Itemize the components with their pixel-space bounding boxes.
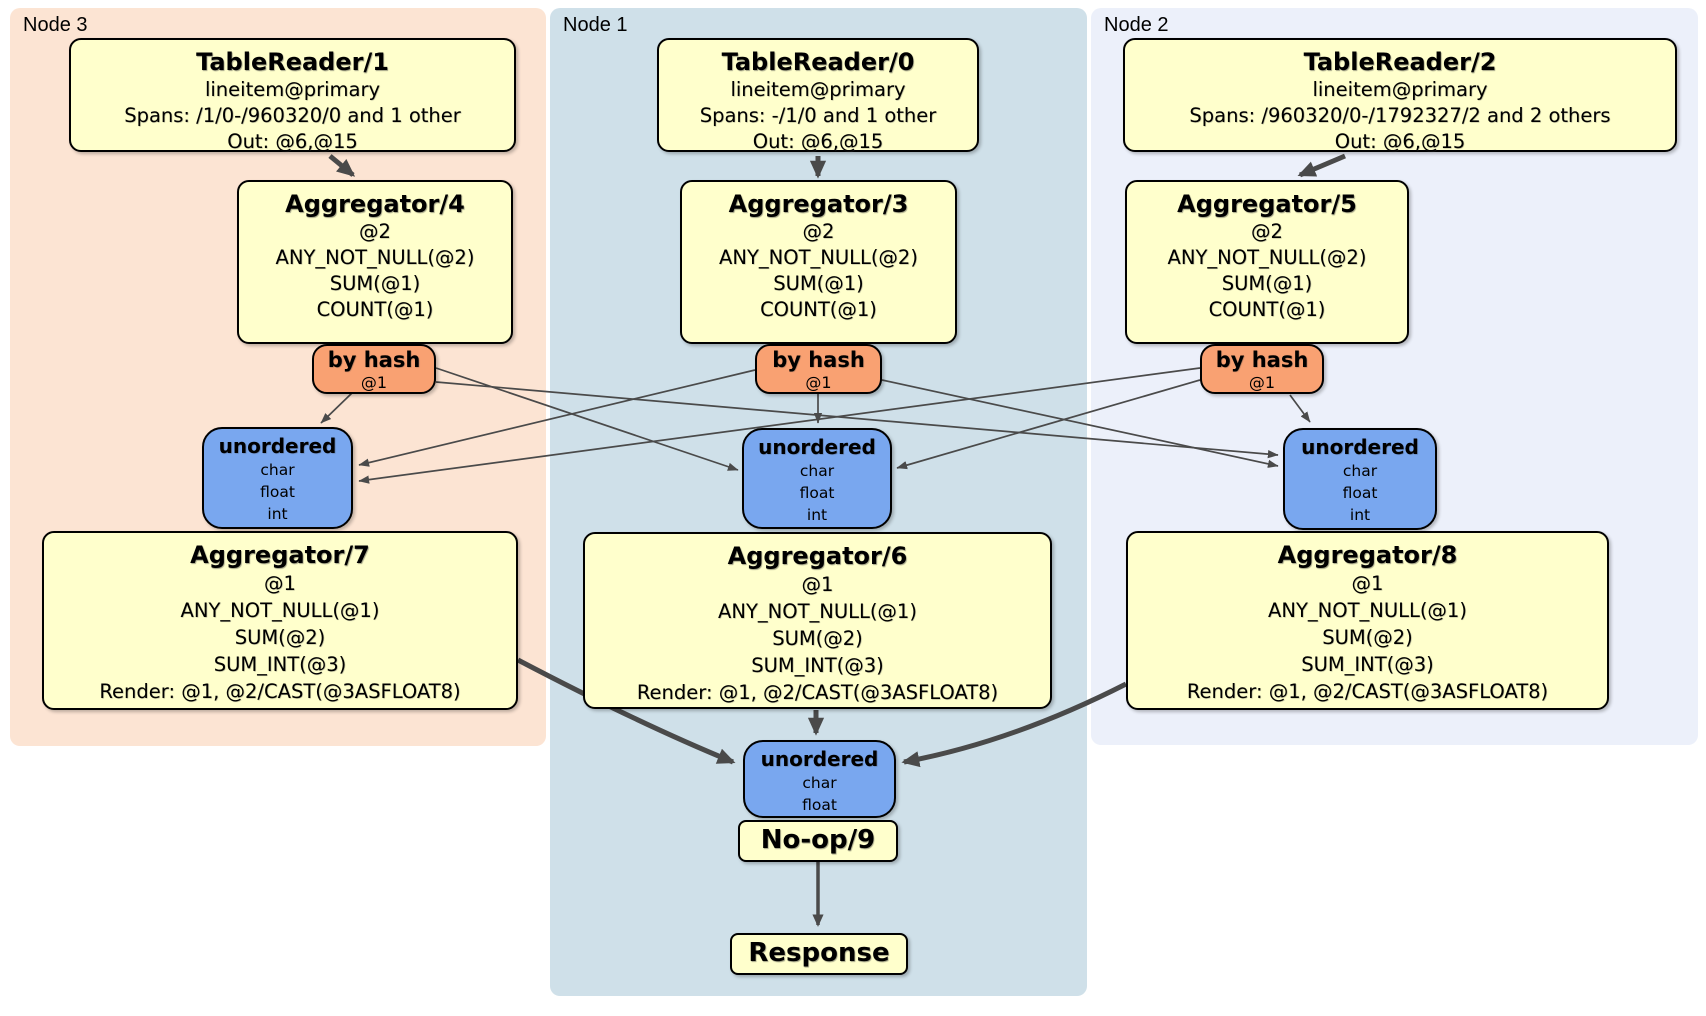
aggregator-5-title: Aggregator/5 bbox=[1177, 190, 1357, 218]
unordered-sync-node3: unordered char float int bbox=[202, 427, 353, 529]
unordered-sync-output: unordered char float bbox=[743, 740, 896, 818]
aggregator-6-title: Aggregator/6 bbox=[727, 542, 908, 570]
tablereader-1-box: TableReader/1 lineitem@primary Spans: /1… bbox=[69, 38, 516, 153]
aggregator-7-box: Aggregator/7 @1 ANY_NOT_NULL(@1) SUM(@2)… bbox=[42, 531, 518, 710]
aggregator-7-title: Aggregator/7 bbox=[190, 541, 370, 569]
aggregator-3-title: Aggregator/3 bbox=[728, 190, 909, 218]
node1-label: Node 1 bbox=[563, 14, 628, 36]
tablereader-0-box: TableReader/0 lineitem@primary Spans: -/… bbox=[657, 38, 979, 153]
node3-label: Node 3 bbox=[23, 14, 88, 36]
noop-9-box: No-op/9 bbox=[738, 820, 898, 862]
byhash-router-node3: by hash @1 bbox=[312, 344, 436, 394]
tablereader-0-title: TableReader/0 bbox=[721, 48, 915, 76]
noop-9-title: No-op/9 bbox=[760, 825, 876, 855]
tablereader-1-title: TableReader/1 bbox=[196, 48, 389, 76]
unordered-sync-node1: unordered char float int bbox=[742, 428, 892, 529]
node2-label: Node 2 bbox=[1104, 14, 1169, 36]
aggregator-4-title: Aggregator/4 bbox=[285, 190, 465, 218]
byhash-router-node1: by hash @1 bbox=[755, 344, 882, 394]
tablereader-2-box: TableReader/2 lineitem@primary Spans: /9… bbox=[1123, 38, 1677, 153]
byhash-router-node2: by hash @1 bbox=[1200, 344, 1324, 394]
response-box: Response bbox=[730, 933, 908, 975]
aggregator-4-box: Aggregator/4 @2 ANY_NOT_NULL(@2) SUM(@1)… bbox=[237, 180, 513, 344]
aggregator-6-box: Aggregator/6 @1 ANY_NOT_NULL(@1) SUM(@2)… bbox=[583, 532, 1052, 709]
aggregator-8-box: Aggregator/8 @1 ANY_NOT_NULL(@1) SUM(@2)… bbox=[1126, 531, 1609, 710]
aggregator-5-box: Aggregator/5 @2 ANY_NOT_NULL(@2) SUM(@1)… bbox=[1125, 180, 1409, 344]
aggregator-8-title: Aggregator/8 bbox=[1277, 541, 1458, 569]
tablereader-2-title: TableReader/2 bbox=[1303, 48, 1497, 76]
unordered-sync-node2: unordered char float int bbox=[1283, 428, 1437, 530]
response-title: Response bbox=[748, 938, 890, 968]
aggregator-3-box: Aggregator/3 @2 ANY_NOT_NULL(@2) SUM(@1)… bbox=[680, 180, 957, 344]
